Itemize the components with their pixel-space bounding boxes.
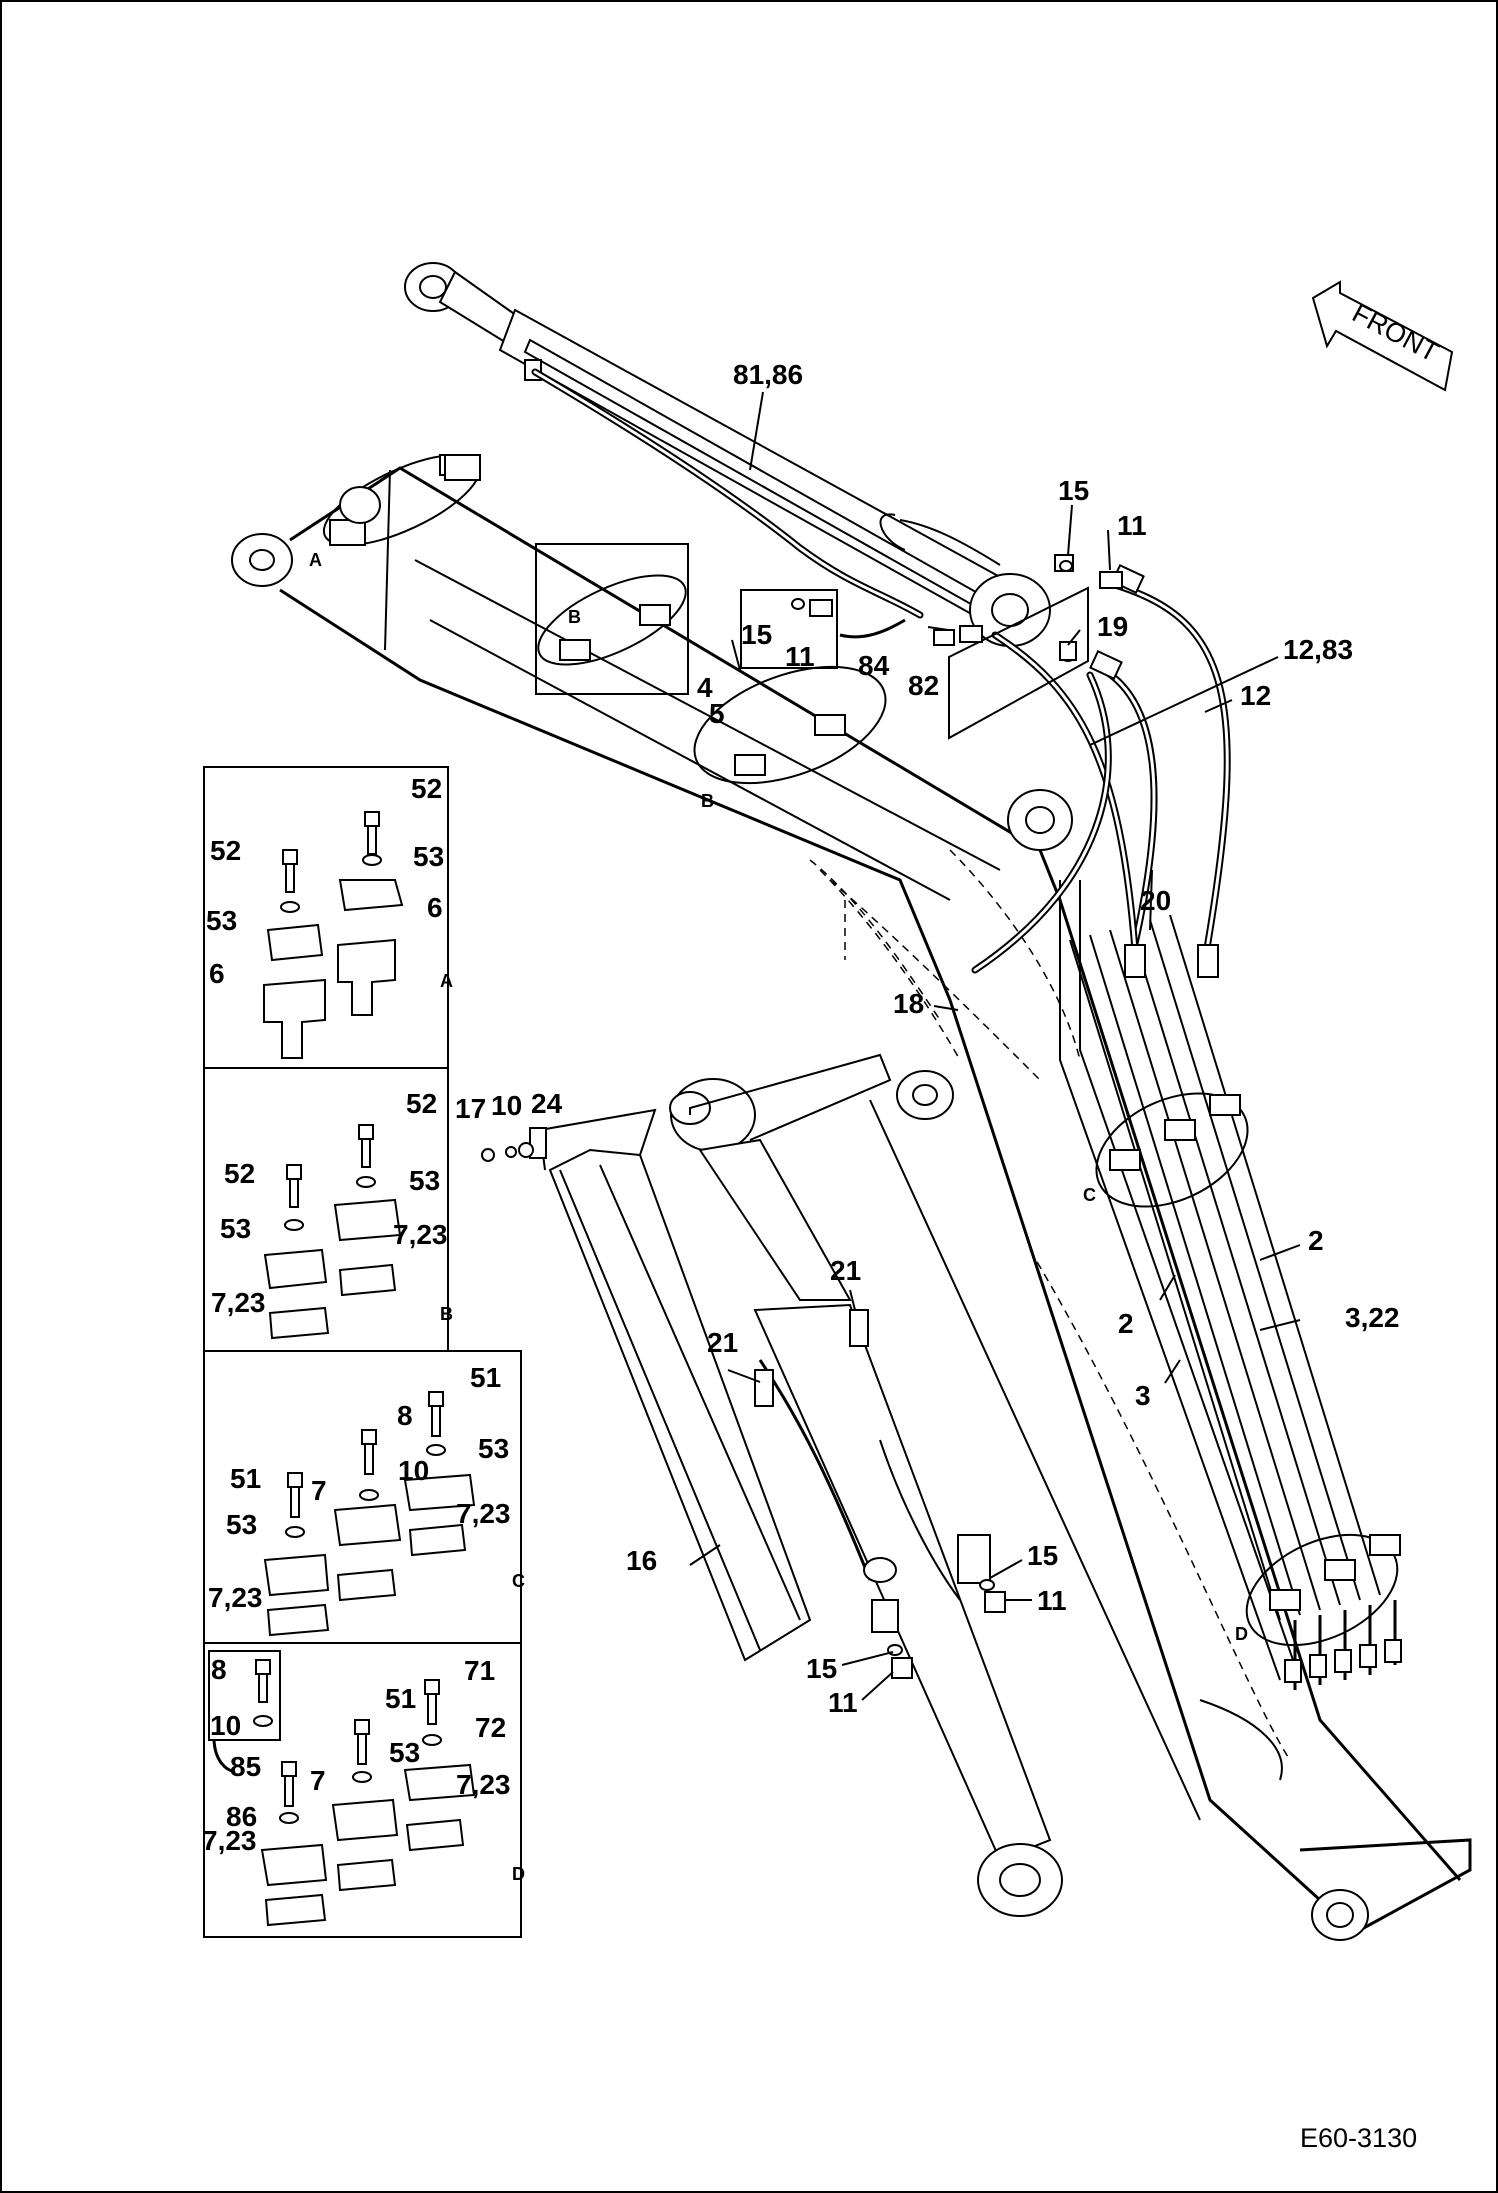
callout-21-lower: 21: [707, 1327, 738, 1358]
detail-d-label-1: 8: [211, 1654, 227, 1685]
front-direction-arrow: FRONT: [1311, 280, 1454, 392]
detail-c-label-8: 7,23: [456, 1498, 511, 1529]
detail-a-label-2: 52: [210, 835, 241, 866]
callout-2-left: 2: [1118, 1308, 1134, 1339]
detail-b-label-2: 52: [224, 1158, 255, 1189]
cylinder-guard: [529, 1108, 812, 1662]
callout-4: 4: [697, 672, 713, 703]
detail-d-label-10: 86: [226, 1801, 257, 1832]
detail-panel-b: 52 52 53 53 7,23 7,23 B: [203, 1067, 453, 1352]
callout-18: 18: [893, 988, 924, 1019]
callout-3-22: 3,22: [1345, 1302, 1400, 1333]
detail-c-label-7: 53: [226, 1509, 257, 1540]
callout-12: 12: [1240, 680, 1271, 711]
callout-10: 10: [491, 1090, 522, 1121]
callout-15-bot: 15: [806, 1653, 837, 1684]
detail-c-label-5: 7: [311, 1475, 327, 1506]
detail-d-label-2: 71: [464, 1655, 495, 1686]
detail-a-label-6: 6: [209, 958, 225, 989]
detail-c-label-1: 51: [470, 1362, 501, 1393]
leader-lines: [689, 391, 1301, 1701]
detail-c-label-9: 7,23: [208, 1582, 263, 1613]
detail-panel-a: 52 52 53 53 6 6 A: [203, 766, 453, 1069]
callout-c: C: [1083, 1185, 1096, 1205]
callout-b-top: B: [568, 607, 581, 627]
callout-11-cyl: 11: [1037, 1585, 1067, 1616]
boom-cylinder: [404, 262, 1051, 647]
detail-c-label-3: 53: [478, 1433, 509, 1464]
hydraulic-pipes: [1059, 880, 1402, 1690]
detail-b-label-3: 53: [409, 1165, 440, 1196]
detail-b-label-6: 7,23: [211, 1287, 266, 1318]
detail-d-label-5: 72: [475, 1712, 506, 1743]
callout-15-cyl: 15: [1027, 1540, 1058, 1571]
detail-c-letter: C: [512, 1571, 525, 1591]
detail-c-label-6: 10: [398, 1455, 429, 1486]
callout-15-mid: 15: [741, 619, 772, 650]
detail-d-label-6: 85: [230, 1751, 261, 1782]
reference-code: E60-3130: [1300, 2123, 1417, 2153]
boom-arm: [231, 466, 1472, 1941]
callout-b-mid: B: [701, 791, 714, 811]
callout-5: 5: [709, 698, 725, 729]
callout-2-right: 2: [1308, 1225, 1324, 1256]
detail-c-label-4: 51: [230, 1463, 261, 1494]
detail-b-letter: B: [440, 1304, 453, 1324]
detail-d-letter: D: [512, 1864, 525, 1884]
callout-11-top: 11: [1117, 510, 1147, 541]
detail-d-label-11: 7,23: [202, 1825, 257, 1856]
detail-panel-c: 51 8 53 51 7 10 53 7,23 7,23 C: [203, 1350, 525, 1644]
detail-a-label-1: 52: [411, 773, 442, 804]
callout-a: A: [309, 550, 322, 570]
callout-d: D: [1235, 1624, 1248, 1644]
callout-3: 3: [1135, 1380, 1151, 1411]
detail-d-label-3: 10: [210, 1710, 241, 1741]
arm-cylinder: [669, 1053, 1063, 1917]
callout-81-86: 81,86: [733, 359, 803, 390]
detail-box-b: [535, 543, 689, 695]
detail-d-label-8: 7: [310, 1765, 326, 1796]
detail-a-letter: A: [440, 971, 453, 991]
callout-15-top: 15: [1058, 475, 1089, 506]
pipe-clamps: [329, 454, 1401, 1611]
detail-a-label-4: 53: [206, 905, 237, 936]
detail-d-label-4: 51: [385, 1683, 416, 1714]
callout-21-upper: 21: [830, 1255, 861, 1286]
callout-11-mid: 11: [785, 641, 815, 672]
detail-b-label-1: 52: [406, 1088, 437, 1119]
callout-11-bot: 11: [828, 1687, 858, 1718]
fitting-inset-box: [740, 589, 838, 669]
callout-24: 24: [531, 1088, 563, 1119]
callout-20: 20: [1140, 885, 1171, 916]
detail-panel-d: 8 71 10 51 72 85 53 7 7,23 86 7,23 D: [202, 1642, 525, 1938]
callout-16: 16: [626, 1545, 657, 1576]
callout-19: 19: [1097, 611, 1128, 642]
detail-a-label-5: 6: [427, 892, 443, 923]
detail-d-label-9: 7,23: [456, 1769, 511, 1800]
callout-12-83: 12,83: [1283, 634, 1353, 665]
callout-82: 82: [908, 670, 939, 701]
callout-17: 17: [455, 1093, 486, 1124]
detail-a-label-3: 53: [413, 841, 444, 872]
detail-c-label-2: 8: [397, 1400, 413, 1431]
connection-highlight: [948, 586, 1089, 740]
detail-b-label-5: 7,23: [393, 1219, 448, 1250]
detail-b-label-4: 53: [220, 1213, 251, 1244]
detail-d-label-7: 53: [389, 1737, 420, 1768]
callout-84: 84: [858, 650, 890, 681]
